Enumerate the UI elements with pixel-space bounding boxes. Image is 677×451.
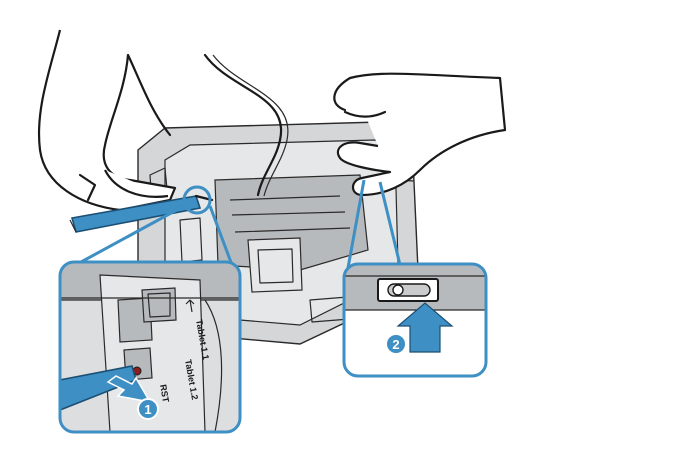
callout-2-panel: 2 — [342, 262, 488, 378]
reset-pin-tool — [69, 219, 77, 233]
pin-tool — [69, 194, 214, 233]
callout-1-panel: Tablet 1.1 Tablet 1.2 RST 1 — [58, 260, 242, 434]
callout-2-connector — [346, 179, 402, 269]
cable-edge — [212, 54, 289, 197]
cable — [203, 53, 283, 197]
callout-1-connector — [69, 204, 234, 270]
step-1-badge: 1 — [137, 398, 159, 420]
callout-1-origin — [182, 185, 212, 215]
slide-switch — [377, 278, 439, 302]
step-2-badge: 2 — [385, 333, 407, 355]
step-1-number: 1 — [144, 402, 151, 417]
step-2-number: 2 — [392, 337, 399, 352]
port-label-rst: RST — [158, 384, 171, 404]
usb-icon — [185, 299, 195, 313]
right-hand — [333, 72, 507, 197]
arrow-pointer-icon — [106, 375, 152, 404]
up-arrow-icon — [396, 302, 454, 353]
